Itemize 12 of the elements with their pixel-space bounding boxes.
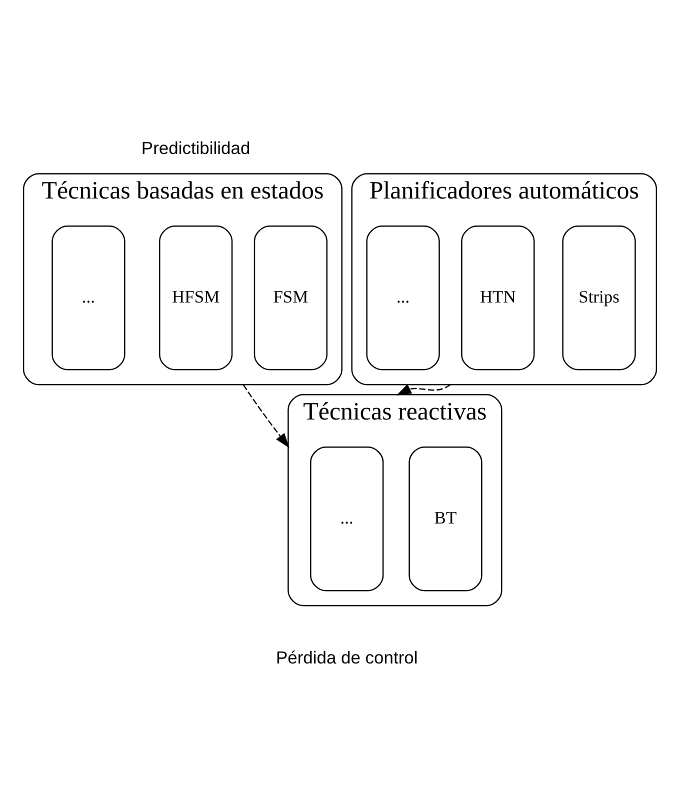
label: Predictibilidad [141, 137, 250, 158]
node-box: HFSM [159, 225, 233, 370]
node-box: ... [52, 225, 126, 370]
arrow [242, 384, 290, 448]
node-box: ... [310, 446, 384, 591]
label: Pérdida de control [276, 646, 418, 667]
node-box: FSM [254, 225, 328, 370]
node-box: ... [366, 225, 440, 370]
node-box: BT [408, 446, 482, 591]
node-box: HTN [461, 225, 535, 370]
node-box: Strips [562, 225, 636, 370]
arrow [396, 384, 451, 395]
